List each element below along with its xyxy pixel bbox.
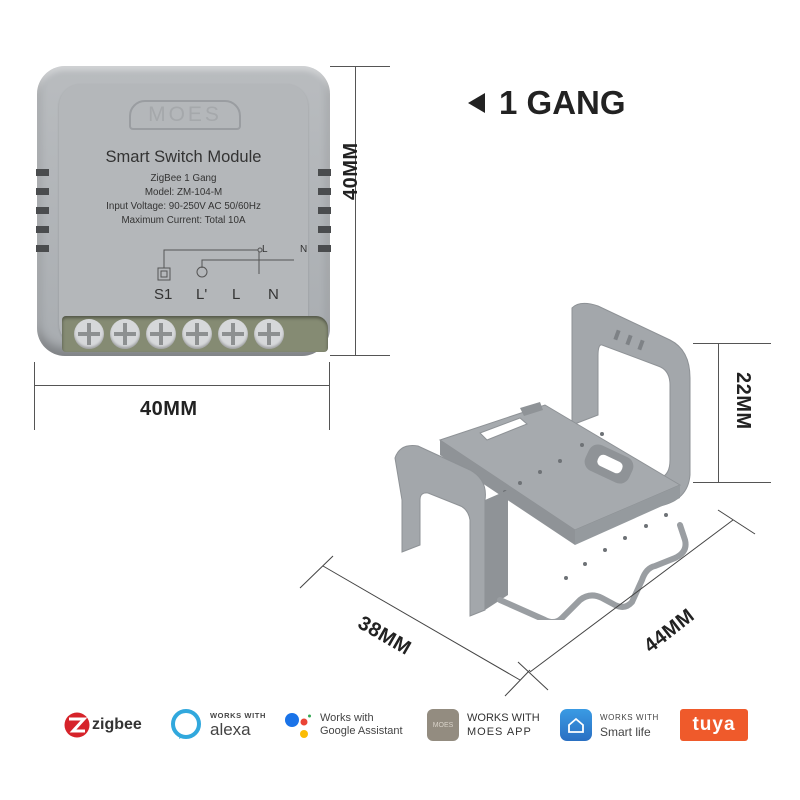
terminal-label-l-out: L' xyxy=(196,286,208,303)
dimension-tick xyxy=(693,343,771,344)
smart-switch-module-image: MOES Smart Switch Module ZigBee 1 Gang M… xyxy=(36,66,331,356)
dimension-line-horizontal xyxy=(34,385,330,386)
module-spec-line: ZigBee 1 Gang xyxy=(150,173,217,184)
dimension-tick xyxy=(330,355,390,356)
compatibility-logos: zigbee WORKS WITH alexa Works with Googl… xyxy=(0,700,800,750)
logo-moes-app: MOES WORKS WITH MOES APP xyxy=(427,700,540,750)
vent-slot xyxy=(318,207,331,214)
terminal-label-l: L xyxy=(232,286,241,303)
vent-slot xyxy=(318,226,331,233)
terminal-label-n: N xyxy=(268,286,279,303)
moes-logo: MOES xyxy=(129,100,241,130)
vent-slot xyxy=(36,207,49,214)
terminal-screw xyxy=(218,319,248,349)
terminal-screw xyxy=(110,319,140,349)
dimension-line-vertical xyxy=(355,66,356,356)
google-assistant-icon xyxy=(285,713,311,738)
triangle-left-icon xyxy=(468,93,485,113)
variant-label: 1 GANG xyxy=(499,84,626,121)
terminal-screw xyxy=(74,319,104,349)
module-spec-line: Input Voltage: 90-250V AC 50/60Hz xyxy=(106,201,261,212)
wiring-label-l: L xyxy=(262,244,268,255)
dimension-line-vertical xyxy=(718,343,719,483)
dimension-label-module-height: 40MM xyxy=(340,142,362,200)
smart-life-icon xyxy=(560,709,592,741)
vent-slot xyxy=(36,226,49,233)
product-variant-title: 1 GANG xyxy=(468,84,626,122)
logo-smart-life: WORKS WITH Smart life xyxy=(560,700,659,750)
module-spec-line: Maximum Current: Total 10A xyxy=(121,215,246,226)
terminal-screw xyxy=(146,319,176,349)
wiring-diagram xyxy=(157,247,294,281)
terminal-label-s1: S1 xyxy=(154,286,173,303)
logo-google-assistant: Works with Google Assistant xyxy=(284,700,403,750)
logo-alexa: WORKS WITH alexa xyxy=(170,700,266,750)
dimension-tick xyxy=(329,362,330,430)
mounting-bracket-image xyxy=(394,302,691,620)
terminal-block xyxy=(62,316,328,352)
dimension-tick xyxy=(34,362,35,430)
module-face: MOES Smart Switch Module ZigBee 1 Gang M… xyxy=(59,84,328,352)
moes-app-icon: MOES xyxy=(427,709,459,741)
vent-slot xyxy=(318,245,331,252)
dimension-lines-diagonal xyxy=(299,509,756,697)
vent-slot xyxy=(36,245,49,252)
alexa-icon xyxy=(171,709,201,739)
logo-tuya: tuya xyxy=(680,700,748,750)
terminal-screw xyxy=(182,319,212,349)
tuya-icon: tuya xyxy=(680,709,748,741)
logo-zigbee: zigbee xyxy=(64,700,142,750)
module-spec-line: Model: ZM-104-M xyxy=(144,187,223,198)
terminal-screw xyxy=(254,319,284,349)
vent-slot xyxy=(36,188,49,195)
module-title: Smart Switch Module xyxy=(105,148,262,166)
wiring-label-n: N xyxy=(300,244,308,255)
dimension-tick xyxy=(693,482,771,483)
dimension-tick xyxy=(330,66,390,67)
vent-slot xyxy=(318,169,331,176)
dimension-label-module-width: 40MM xyxy=(140,398,198,420)
dimension-label-bracket-height: 22MM xyxy=(732,372,754,430)
zigbee-icon xyxy=(64,712,90,738)
vent-slot xyxy=(36,169,49,176)
vent-slot xyxy=(318,188,331,195)
